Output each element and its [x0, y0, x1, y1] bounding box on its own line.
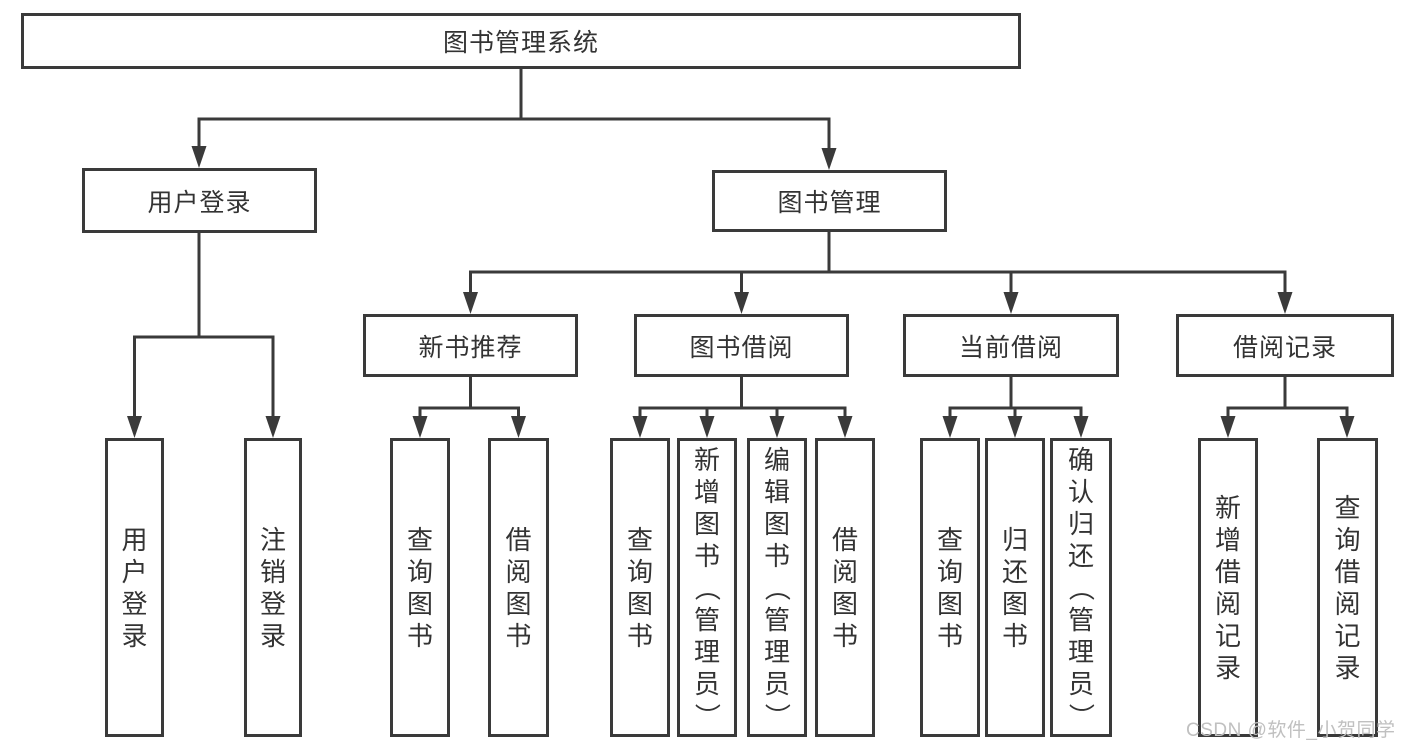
node-user-login-label: 用户登录 [147, 188, 252, 217]
node-leaf-query-borrow-record: 查询借阅记录 [1317, 438, 1378, 737]
node-leaf-rec-borrow-book: 借阅图书 [488, 438, 549, 737]
arrowheads [127, 146, 1355, 438]
node-book-borrow-label: 图书借阅 [689, 333, 794, 362]
node-leaf-logout: 注销登录 [244, 438, 302, 737]
node-leaf-rec-borrow-book-label: 借阅图书 [505, 524, 532, 651]
node-leaf-add-borrow-record-label: 新增借阅记录 [1214, 492, 1241, 683]
node-leaf-bb-query-book: 查询图书 [610, 438, 670, 737]
node-leaf-bb-add-book: 新增图书（管理员） [677, 438, 737, 737]
node-leaf-cb-confirm-return: 确认归还（管理员） [1050, 438, 1112, 737]
node-user-login: 用户登录 [82, 168, 317, 233]
node-root-label: 图书管理系统 [442, 29, 599, 57]
node-leaf-cb-query-book: 查询图书 [920, 438, 980, 737]
node-leaf-bb-edit-book-label: 编辑图书（管理员） [761, 444, 792, 729]
node-new-book-rec-label: 新书推荐 [418, 333, 523, 362]
node-leaf-bb-query-book-label: 查询图书 [626, 524, 653, 651]
connector-book-borrow [638, 377, 847, 418]
node-leaf-bb-add-book-label: 新增图书（管理员） [691, 444, 722, 729]
node-book-mgmt-label: 图书管理 [777, 189, 882, 217]
node-leaf-rec-query-book: 查询图书 [390, 438, 450, 737]
node-leaf-query-borrow-record-label: 查询借阅记录 [1334, 492, 1361, 683]
connector-book-mgmt [469, 232, 1287, 294]
node-leaf-cb-return-book: 归还图书 [985, 438, 1045, 737]
node-current-borrow: 当前借阅 [903, 314, 1119, 377]
connector-user-login [133, 233, 275, 418]
node-leaf-bb-edit-book: 编辑图书（管理员） [747, 438, 807, 737]
node-leaf-add-borrow-record: 新增借阅记录 [1198, 438, 1258, 737]
connector-current-borrow [948, 377, 1083, 418]
csdn-watermark: CSDN @软件_小贺同学 [1186, 720, 1396, 741]
node-leaf-bb-borrow-book: 借阅图书 [815, 438, 875, 737]
node-new-book-rec: 新书推荐 [363, 314, 578, 377]
node-leaf-cb-return-book-label: 归还图书 [1001, 524, 1028, 651]
connector-root [197, 69, 831, 150]
node-current-borrow-label: 当前借阅 [958, 333, 1063, 362]
node-leaf-logout-label: 注销登录 [259, 524, 286, 651]
node-leaf-user-login: 用户登录 [105, 438, 164, 737]
node-borrow-records-label: 借阅记录 [1232, 333, 1337, 362]
node-book-borrow: 图书借阅 [634, 314, 849, 377]
node-leaf-cb-query-book-label: 查询图书 [936, 524, 963, 651]
node-leaf-rec-query-book-label: 查询图书 [406, 524, 433, 651]
node-leaf-bb-borrow-book-label: 借阅图书 [831, 524, 858, 651]
node-leaf-user-login-label: 用户登录 [121, 524, 148, 651]
connector-borrow-records [1226, 377, 1349, 418]
connector-new-book-rec [418, 377, 520, 418]
node-leaf-cb-confirm-return-label: 确认归还（管理员） [1065, 444, 1096, 729]
node-borrow-records: 借阅记录 [1176, 314, 1394, 377]
node-book-mgmt: 图书管理 [712, 170, 947, 232]
node-root: 图书管理系统 [21, 13, 1021, 69]
